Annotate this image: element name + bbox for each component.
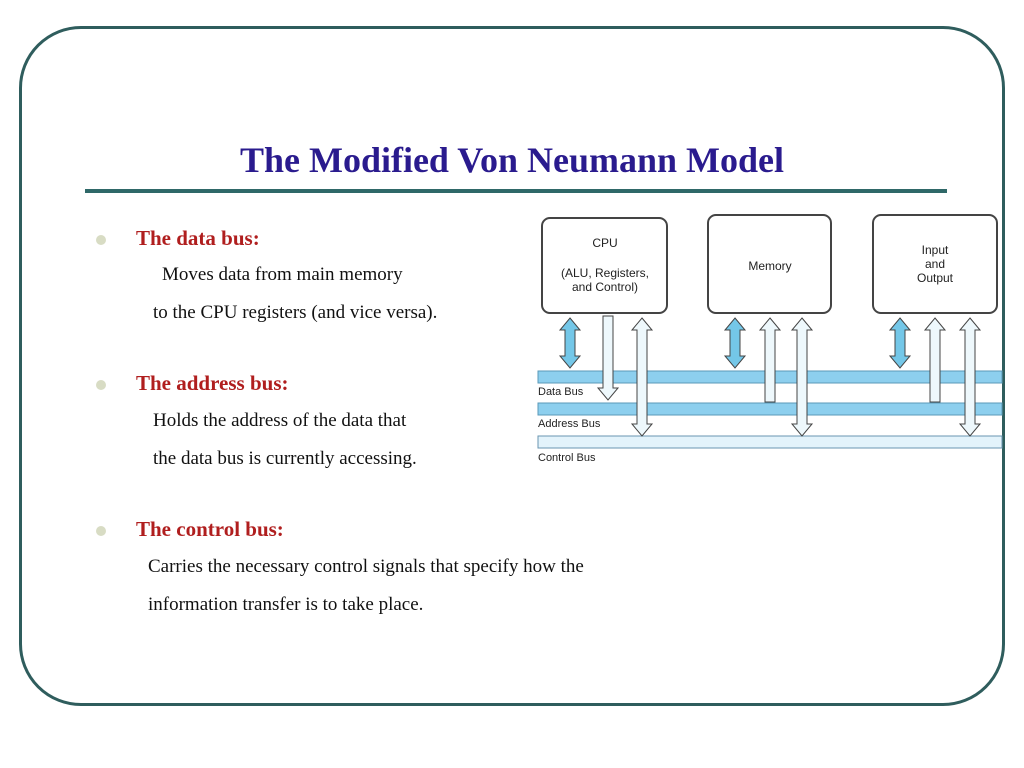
input-output-box [872, 214, 998, 314]
io-address-bus-arrow [923, 317, 947, 403]
memory-address-bus-arrow [758, 317, 782, 403]
control-bus-heading: The control bus: [136, 517, 284, 541]
memory-data-bus-arrow [723, 317, 747, 369]
memory-label: Memory [748, 259, 791, 273]
data-bus-description-line-2: to the CPU registers (and vice versa). [153, 302, 438, 323]
slide-title: The Modified Von Neumann Model [239, 140, 785, 180]
data-bus-heading: The data bus: [136, 226, 260, 250]
title-underline [85, 189, 947, 193]
data-bus-description-line-1: Moves data from main memory [162, 264, 403, 285]
io-label-line-2: and [925, 257, 945, 271]
control-bus-bar [537, 435, 1003, 449]
address-bus-description-line-1: Holds the address of the data that [153, 410, 407, 431]
bullet-marker [96, 526, 106, 536]
cpu-box [541, 217, 668, 314]
slide-frame [19, 26, 1005, 706]
control-bus-label: Control Bus [538, 452, 596, 464]
data-bus-label: Data Bus [538, 386, 584, 398]
io-label-line-3: Output [917, 271, 954, 285]
bus-diagram: CPU (ALU, Registers, and Control) Memory… [537, 214, 1003, 464]
address-bus-bar [537, 402, 1003, 416]
address-bus-heading: The address bus: [136, 371, 289, 395]
bullet-marker [96, 380, 106, 390]
io-data-bus-arrow [888, 317, 912, 369]
bullet-marker [96, 235, 106, 245]
address-bus-label: Address Bus [538, 418, 601, 430]
control-bus-description-line-1: Carries the necessary control signals th… [148, 556, 584, 577]
cpu-address-bus-arrow [596, 315, 620, 401]
cpu-data-bus-arrow [558, 317, 582, 369]
cpu-detail-line-2: and Control) [572, 280, 638, 294]
io-control-bus-arrow [958, 317, 982, 437]
io-label-line-1: Input [922, 243, 949, 257]
cpu-detail-line-1: (ALU, Registers, [561, 266, 649, 280]
cpu-label: CPU [592, 236, 617, 250]
address-bus-description-line-2: the data bus is currently accessing. [153, 448, 417, 469]
control-bus-description-line-2: information transfer is to take place. [148, 594, 424, 615]
memory-box [707, 214, 832, 314]
memory-control-bus-arrow [790, 317, 814, 437]
cpu-control-bus-arrow [630, 317, 654, 437]
